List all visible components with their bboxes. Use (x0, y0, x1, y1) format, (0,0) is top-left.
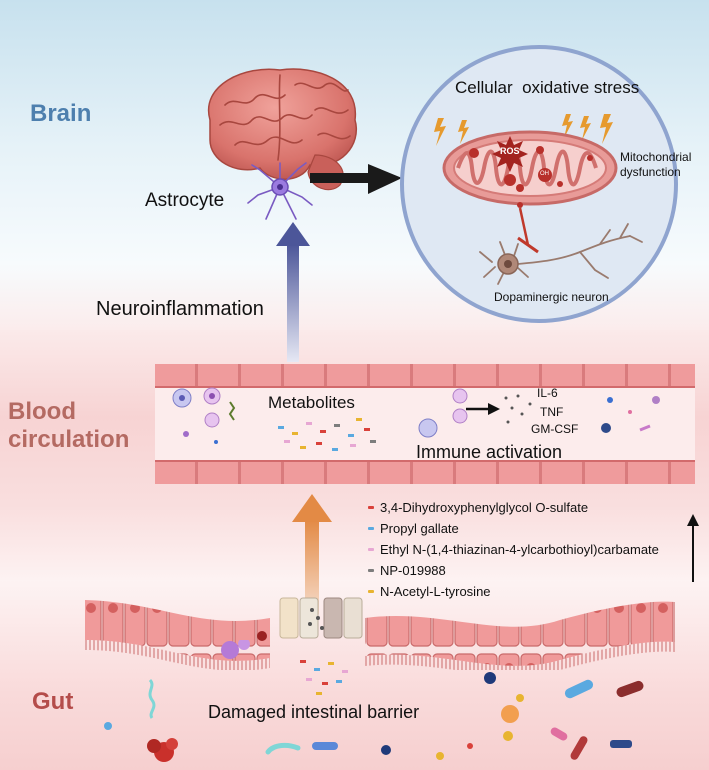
legend-label: NP-019988 (380, 563, 446, 578)
neuron-label: Dopaminergic neuron (494, 290, 609, 304)
vessel-wall-bottom (155, 460, 695, 484)
cytokine-tnf: TNF (540, 405, 564, 419)
legend-swatch (368, 569, 374, 572)
astrocyte-cell (247, 162, 313, 220)
activation-arrow-icon (466, 403, 500, 415)
brain-zone-title: Brain (30, 100, 92, 127)
neuroinflammation-label: Neuroinflammation (96, 298, 264, 320)
brain-to-inset-arrow (310, 164, 402, 194)
gut-zone-title: Gut (32, 688, 74, 715)
blood-zone-title: Blood circulation (8, 398, 130, 453)
legend-label: N-Acetyl-L-tyrosine (380, 584, 491, 599)
legend-swatch (368, 527, 374, 530)
lightning-icon (562, 114, 613, 144)
metabolites-label: Metabolites (268, 393, 355, 412)
cytokine-gmcsf: GM-CSF (531, 422, 579, 436)
legend-label: 3,4-Dihydroxyphenylglycol O-sulfate (380, 500, 589, 515)
legend-item: N-Acetyl-L-tyrosine (368, 584, 491, 599)
legend-item: NP-019988 (368, 563, 446, 578)
gut-microbes (104, 640, 644, 762)
inhibition-line (517, 202, 539, 254)
ros-burst-icon (492, 136, 528, 172)
astrocyte-label: Astrocyte (145, 190, 225, 211)
damaged-barrier-label: Damaged intestinal barrier (208, 702, 420, 722)
neuroinflammation-arrow (276, 222, 310, 362)
cytokine-il6: IL-6 (537, 386, 558, 400)
inset-title: Cellular oxidative stress (455, 78, 640, 97)
legend-label: Ethyl N-(1,4-thiazinan-4-ylcarbothioyl)c… (380, 542, 659, 557)
gut-to-blood-arrow (292, 494, 332, 614)
vessel-wall-top (155, 364, 695, 388)
lightning-icon (434, 118, 469, 146)
legend-swatch (368, 590, 374, 593)
increase-arrow-icon (687, 514, 699, 582)
legend-swatch (368, 506, 374, 509)
oh-label: OH (540, 171, 549, 177)
dopaminergic-neuron (479, 223, 643, 285)
mito-dysfunction-label: Mitochondrial dysfunction (620, 150, 692, 179)
oh-radical (538, 168, 552, 182)
immune-activation-label: Immune activation (416, 442, 563, 462)
mitochondrion (442, 130, 618, 206)
legend-label: Propyl gallate (380, 521, 459, 536)
legend-swatch (368, 548, 374, 551)
legend-item: Ethyl N-(1,4-thiazinan-4-ylcarbothioyl)c… (368, 542, 659, 557)
legend-item: Propyl gallate (368, 521, 459, 536)
legend-item: 3,4-Dihydroxyphenylglycol O-sulfate (368, 500, 588, 515)
ros-label: ROS (500, 146, 520, 156)
vessel-contents (172, 387, 660, 451)
